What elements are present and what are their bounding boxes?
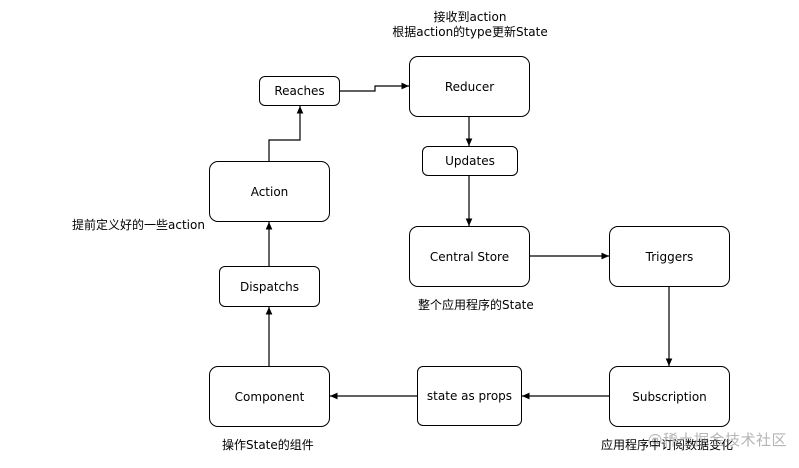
node-central-store-label: Central Store <box>429 249 510 264</box>
node-state-as-props: state as props <box>417 366 522 426</box>
reducer-note-line-2: 根据action的type更新State <box>392 25 548 39</box>
node-reaches-label: Reaches <box>274 84 325 98</box>
node-central-store: Central Store <box>409 226 530 287</box>
node-action-label: Action <box>250 184 289 199</box>
edge-reaches-to-reducer <box>340 82 409 92</box>
reducer-note-line-1: 接收到action <box>433 10 507 24</box>
node-component: Component <box>209 366 330 427</box>
subscription-note: 应用程序中订阅数据变化 <box>601 438 734 452</box>
action-note: 提前定义好的一些action <box>72 218 205 232</box>
node-reaches: Reaches <box>259 76 340 106</box>
node-reducer: Reducer <box>409 56 530 117</box>
node-state-as-props-label: state as props <box>426 389 513 403</box>
node-updates: Updates <box>422 146 518 176</box>
central-store-note: 整个应用程序的State <box>418 298 534 312</box>
node-component-label: Component <box>234 389 305 404</box>
node-updates-label: Updates <box>445 154 495 168</box>
edge-action-to-reaches <box>268 106 304 161</box>
node-dispatchs-label: Dispatchs <box>240 279 299 294</box>
watermark-text: @稀土掘金技术社区 <box>647 431 787 449</box>
node-subscription: Subscription <box>609 366 730 427</box>
component-note: 操作State的组件 <box>222 438 314 452</box>
node-triggers: Triggers <box>609 226 730 287</box>
node-action: Action <box>209 161 330 222</box>
node-dispatchs: Dispatchs <box>219 266 320 307</box>
node-reducer-label: Reducer <box>444 79 495 94</box>
node-subscription-label: Subscription <box>632 389 707 404</box>
reducer-note: 接收到action 根据action的type更新State <box>380 10 560 40</box>
node-triggers-label: Triggers <box>645 249 694 264</box>
